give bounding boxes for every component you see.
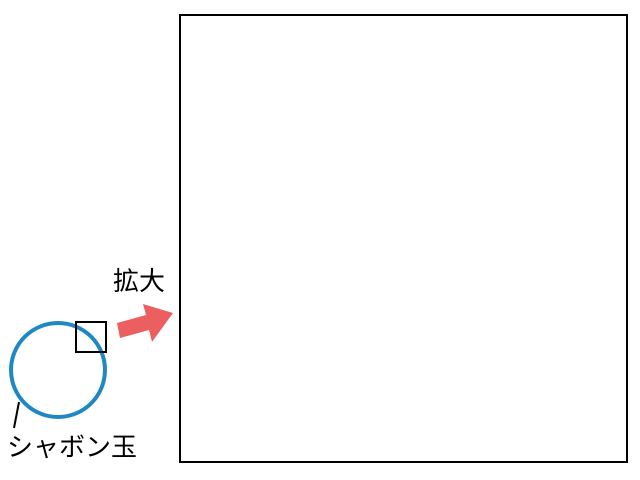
bubble-leader-line: [13, 401, 20, 429]
bubble-label: シャボン玉: [7, 433, 137, 463]
magnify-label: 拡大: [113, 267, 165, 297]
magnified-view-panel: [179, 14, 628, 463]
soap-bubble-circle: [9, 321, 107, 419]
magnify-arrow: [117, 304, 173, 342]
zoom-region-square: [75, 321, 107, 353]
